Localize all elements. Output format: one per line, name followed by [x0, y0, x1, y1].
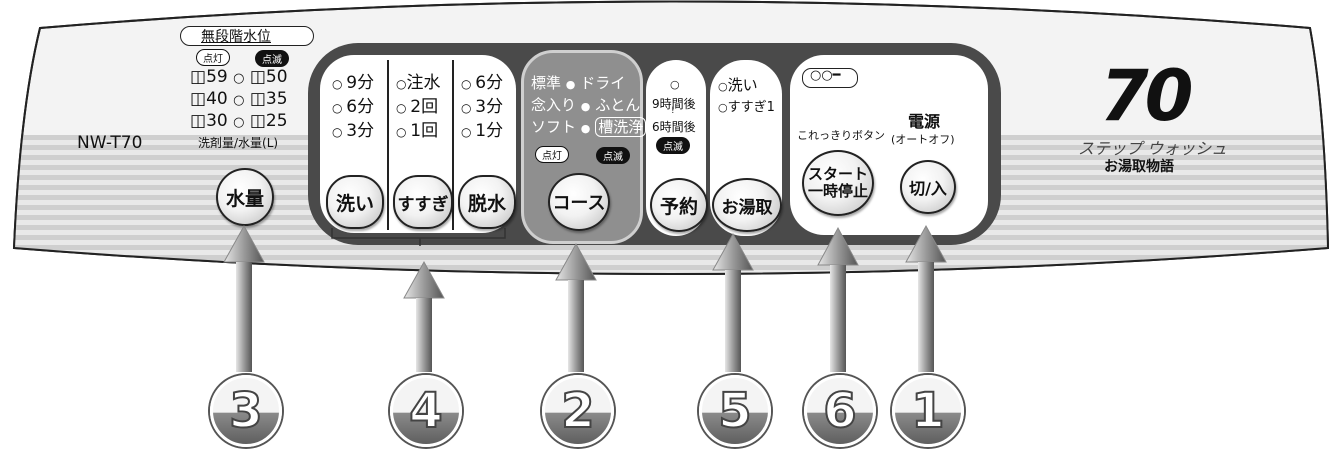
- lock-label: これっきりボタン: [797, 129, 885, 142]
- callout-4: 4: [390, 375, 462, 447]
- detergent-label: 洗剤量/水量(L): [198, 136, 279, 150]
- model-label: NW-T70: [77, 133, 143, 153]
- callout-3: 3: [210, 375, 282, 447]
- level-row-1: ◫59 ○ ◫50: [190, 67, 288, 87]
- lit-label: 点灯: [196, 49, 230, 66]
- water-level-title: 無段階水位: [201, 29, 271, 45]
- arrow-4: [403, 260, 445, 372]
- divider: [387, 60, 389, 230]
- bath-water-button[interactable]: お湯取: [712, 178, 782, 232]
- wash-button[interactable]: 洗い: [326, 175, 384, 229]
- water-level-title-box: 無段階水位: [180, 26, 314, 46]
- arrow-3: [223, 224, 265, 372]
- power-subtitle: (オートオフ): [891, 133, 955, 146]
- course-blink-label: 点滅: [596, 147, 630, 164]
- spin-options: ○ 6分 ○ 3分 ○ 1分: [461, 73, 504, 141]
- start-pause-button[interactable]: スタート 一時停止: [802, 150, 874, 216]
- arrow-5: [712, 232, 754, 372]
- led-indicator: ○: [233, 71, 245, 86]
- callout-1: 1: [892, 375, 964, 447]
- power-button[interactable]: 切/入: [900, 160, 956, 214]
- timer-led: !: [671, 106, 675, 116]
- detergent-cup-icon: ◫: [249, 111, 266, 131]
- detergent-cup-icon: ◫: [190, 89, 207, 109]
- callout-6: 6: [804, 375, 876, 447]
- brand-tagline: お湯取物語: [1104, 159, 1174, 175]
- arrow-6: [817, 226, 859, 372]
- level-row-3: ◫30 ○ ◫25: [190, 111, 288, 131]
- timer-button[interactable]: 予約: [650, 178, 708, 232]
- course-button[interactable]: コース: [548, 173, 610, 231]
- callout-5: 5: [699, 375, 771, 447]
- wash-options: ○ 9分 ○ 6分 ○ 3分: [332, 73, 375, 141]
- timer-9h: 9時間後: [652, 97, 696, 111]
- child-lock-icon: ○○━: [802, 68, 858, 88]
- rinse-button[interactable]: すすぎ: [393, 175, 453, 229]
- course-lit-label: 点灯: [535, 146, 569, 163]
- timer-6h: 6時間後: [652, 120, 696, 134]
- divider: [452, 60, 454, 230]
- brand-name: ステップ ウォッシュ: [1078, 139, 1228, 158]
- led-indicator: ○: [233, 115, 245, 130]
- capacity-number: 70: [1100, 55, 1193, 137]
- timer-blink-label: 点滅: [656, 137, 690, 154]
- course-options: 標準 ● ドライ 念入り ● ふとん ソフト ● 槽洗浄: [531, 73, 647, 139]
- led-indicator: ○: [233, 93, 245, 108]
- level-row-2: ◫40 ○ ◫35: [190, 89, 288, 109]
- power-title: 電源: [908, 112, 941, 131]
- arrow-2: [555, 242, 597, 372]
- callout-2: 2: [542, 375, 614, 447]
- detergent-cup-icon: ◫: [249, 89, 266, 109]
- bath-options: ○洗い ○すすぎ1: [718, 76, 775, 115]
- rinse-options: ○注水 ○ 2回 ○ 1回: [396, 73, 441, 141]
- arrow-1: [905, 224, 947, 372]
- spin-button[interactable]: 脱水: [458, 175, 516, 229]
- detergent-cup-icon: ◫: [190, 67, 207, 87]
- detergent-cup-icon: ◫: [190, 111, 207, 131]
- water-level-button[interactable]: 水量: [216, 168, 274, 226]
- timer-led: ○: [670, 78, 680, 91]
- detergent-cup-icon: ◫: [249, 67, 266, 87]
- blink-label: 点滅: [255, 50, 289, 67]
